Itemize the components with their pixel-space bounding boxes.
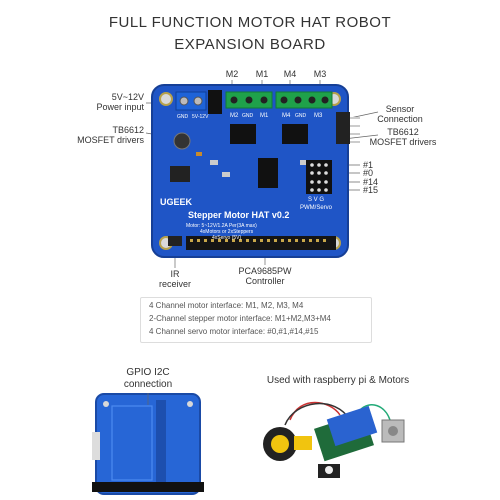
board-name: Stepper Motor HAT v0.2 [188, 210, 290, 220]
gpio-label-1: GPIO I2C [126, 367, 170, 378]
callout-m4: M4 [283, 69, 297, 79]
board-back-view [92, 393, 204, 495]
board-spec-1: Motor: 5~12V/1.2A Per(3A max) [186, 223, 257, 229]
callout-ir-2: receiver [158, 279, 191, 289]
usage-photo [263, 401, 405, 478]
page-title-line2: EXPANSION BOARD [174, 36, 326, 53]
callout-pca-1: PCA9685PW [238, 266, 292, 276]
pca9685-chip [258, 158, 278, 188]
callout-servo-14: #14 [363, 177, 379, 187]
page-title-line1: FULL FUNCTION MOTOR HAT ROBOT [108, 14, 392, 31]
callout-sensor-1: Sensor [385, 104, 415, 114]
board-m3-label: M3 [314, 113, 323, 119]
callout-drivers-left-2: MOSFET drivers [77, 135, 144, 145]
feature-list: 4 Channel motor interface: M1, M2, M3, M… [140, 297, 372, 343]
board-svg-label: S V G [308, 197, 325, 203]
power-terminal [175, 91, 207, 111]
board-m1-label: M1 [260, 113, 269, 119]
tb6612-chip-right [282, 124, 308, 144]
board-m4-label: M4 [282, 113, 291, 119]
board-m2-label: M2 [230, 113, 239, 119]
callout-servo-15: #15 [363, 185, 379, 195]
board-gnd4-label: GND [295, 113, 307, 119]
gpio-label-2: connection [123, 379, 173, 390]
feature-item: 4 Channel servo motor interface: #0,#1,#… [149, 327, 319, 336]
feature-item: 2-Channel stepper motor interface: M1+M2… [149, 314, 331, 323]
callout-m2: M2 [225, 69, 239, 79]
servo-headers [306, 160, 332, 194]
feature-item: 4 Channel motor interface: M1, M2, M3, M… [149, 301, 304, 310]
board-brand: UGEEK [160, 197, 193, 207]
callout-m1: M1 [255, 69, 269, 79]
barrel-jack [208, 90, 222, 114]
board-spec-2: 4xMotors or 2xSteppers [200, 229, 254, 235]
callout-pca-2: Controller [245, 276, 285, 286]
capacitor [173, 132, 191, 150]
callout-drivers-right-2: MOSFET drivers [369, 137, 437, 147]
callout-servo-1: #1 [363, 160, 374, 170]
board-spec-3: 4xServo (5V) [212, 235, 242, 241]
board-gnd2-label: GND [242, 113, 254, 119]
tb6612-chip-left [230, 124, 256, 144]
callout-power-2: Power input [96, 102, 144, 112]
callout-power-1: 5V~12V [111, 92, 144, 102]
callout-drivers-right-1: TB6612 [387, 127, 419, 137]
callout-servo-0: #0 [363, 168, 374, 178]
gpio-header [186, 236, 336, 250]
board-voltage-label: 5V-12V [192, 114, 209, 120]
regulator [170, 166, 190, 182]
usage-label: Used with raspberry pi & Motors [266, 375, 410, 386]
motor-terminal-m4-m3 [275, 91, 333, 109]
callout-sensor-2: Connection [377, 114, 423, 124]
callout-ir-1: IR [170, 269, 180, 279]
ir-receiver-part [168, 236, 182, 246]
callout-m3: M3 [313, 69, 327, 79]
callout-drivers-left-1: TB6612 [112, 125, 144, 135]
board-gnd-label: GND [177, 114, 189, 120]
board-pwm-label: PWM/Servo [300, 205, 333, 211]
sensor-header [336, 112, 350, 144]
